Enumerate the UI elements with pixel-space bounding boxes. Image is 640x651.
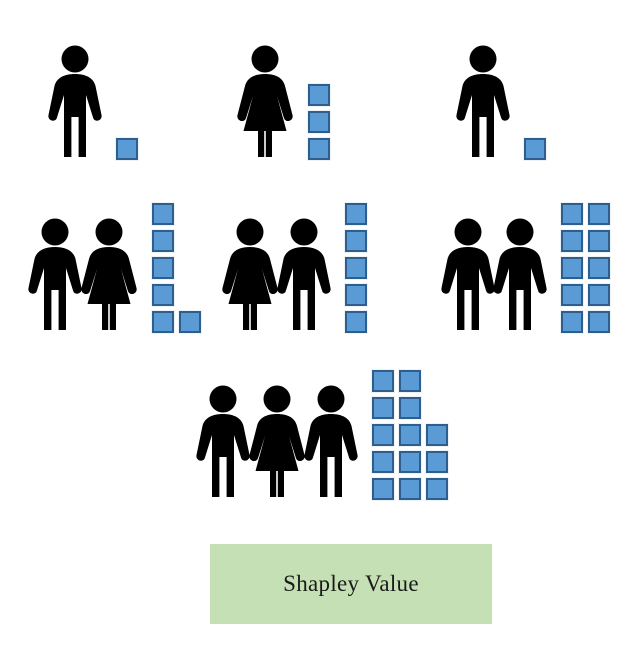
coalition-members — [452, 45, 514, 160]
coalition-members — [24, 218, 142, 333]
payout-units — [372, 370, 448, 500]
payout-unit-square — [372, 397, 394, 419]
payout-column — [372, 370, 394, 500]
payout-column — [345, 203, 367, 333]
payout-unit-square — [345, 230, 367, 252]
payout-unit-square — [588, 257, 610, 279]
coalition-abc — [192, 370, 448, 500]
payout-unit-square — [588, 284, 610, 306]
payout-unit-square — [152, 257, 174, 279]
payout-units — [152, 203, 201, 333]
payout-unit-square — [561, 257, 583, 279]
payout-unit-square — [152, 311, 174, 333]
payout-unit-square — [588, 230, 610, 252]
payout-unit-square — [588, 203, 610, 225]
person-male-icon — [24, 218, 86, 333]
person-male-icon — [300, 385, 362, 500]
payout-column — [152, 203, 174, 333]
person-male-icon — [192, 385, 254, 500]
payout-unit-square — [152, 230, 174, 252]
payout-column — [588, 203, 610, 333]
payout-units — [308, 84, 330, 160]
payout-unit-square — [372, 478, 394, 500]
payout-unit-square — [372, 424, 394, 446]
person-male-icon — [452, 45, 514, 160]
payout-unit-square — [561, 311, 583, 333]
caption-label: Shapley Value — [283, 571, 419, 596]
payout-unit-square — [588, 311, 610, 333]
coalition-bc — [217, 203, 367, 333]
coalition-b — [232, 45, 330, 160]
payout-units — [116, 138, 138, 160]
payout-unit-square — [308, 138, 330, 160]
payout-unit-square — [524, 138, 546, 160]
person-male-icon — [273, 218, 335, 333]
person-male-icon — [489, 218, 551, 333]
caption-box: Shapley Value — [210, 544, 492, 624]
payout-unit-square — [345, 311, 367, 333]
payout-column — [179, 311, 201, 333]
payout-unit-square — [399, 451, 421, 473]
coalition-members — [192, 385, 362, 500]
payout-unit-square — [561, 284, 583, 306]
person-male-icon — [44, 45, 106, 160]
coalition-members — [44, 45, 106, 160]
payout-unit-square — [426, 424, 448, 446]
coalition-members — [217, 218, 335, 333]
payout-units — [345, 203, 367, 333]
coalition-c — [452, 45, 546, 160]
payout-column — [116, 138, 138, 160]
payout-unit-square — [372, 370, 394, 392]
coalition-ac — [437, 203, 610, 333]
person-female-icon — [232, 45, 298, 160]
person-female-icon — [76, 218, 142, 333]
payout-unit-square — [426, 478, 448, 500]
person-male-icon — [437, 218, 499, 333]
payout-unit-square — [308, 84, 330, 106]
payout-column — [426, 424, 448, 500]
payout-unit-square — [561, 203, 583, 225]
payout-column — [524, 138, 546, 160]
payout-unit-square — [399, 424, 421, 446]
payout-unit-square — [399, 478, 421, 500]
payout-column — [308, 84, 330, 160]
coalition-ab — [24, 203, 201, 333]
person-female-icon — [217, 218, 283, 333]
coalition-members — [232, 45, 298, 160]
payout-column — [399, 370, 421, 500]
payout-unit-square — [345, 284, 367, 306]
payout-unit-square — [399, 370, 421, 392]
payout-units — [524, 138, 546, 160]
payout-unit-square — [308, 111, 330, 133]
payout-unit-square — [345, 203, 367, 225]
coalition-members — [437, 218, 551, 333]
payout-unit-square — [561, 230, 583, 252]
payout-unit-square — [152, 203, 174, 225]
payout-unit-square — [426, 451, 448, 473]
payout-unit-square — [399, 397, 421, 419]
payout-unit-square — [372, 451, 394, 473]
payout-unit-square — [152, 284, 174, 306]
payout-unit-square — [116, 138, 138, 160]
person-female-icon — [244, 385, 310, 500]
payout-unit-square — [179, 311, 201, 333]
payout-units — [561, 203, 610, 333]
payout-unit-square — [345, 257, 367, 279]
payout-column — [561, 203, 583, 333]
coalition-a — [44, 45, 138, 160]
